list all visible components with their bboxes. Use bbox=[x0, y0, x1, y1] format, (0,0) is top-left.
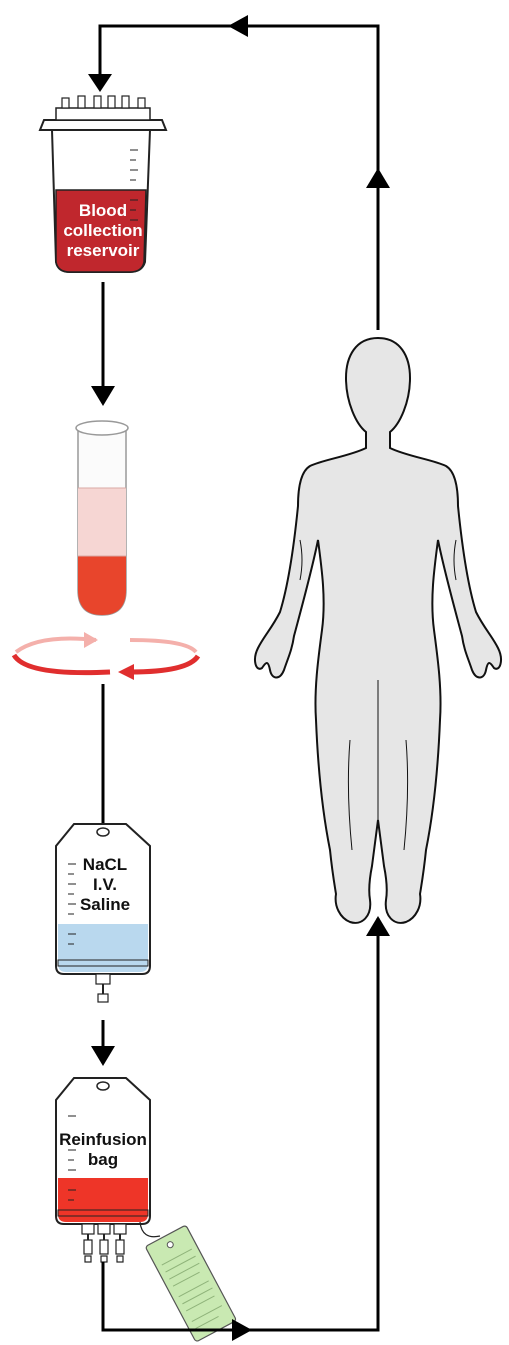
reinfusion-label-line1: Reinfusion bbox=[59, 1130, 147, 1149]
rotation-arrows bbox=[14, 632, 198, 680]
arrowhead-right-up bbox=[366, 168, 390, 188]
arrowhead-top-left bbox=[88, 74, 112, 92]
saline-label-line2: I.V. bbox=[93, 875, 117, 894]
reinfusion-bag bbox=[56, 1078, 160, 1262]
reservoir-label-line1: Blood bbox=[79, 201, 127, 220]
reinfusion-label-line2: bag bbox=[88, 1150, 118, 1169]
arrowhead-top-mid bbox=[228, 15, 248, 37]
reservoir-label-line2: collection bbox=[63, 221, 142, 240]
arrow-reservoir-to-tube bbox=[91, 282, 115, 406]
arrow-saline-to-reinfusion bbox=[91, 1020, 115, 1066]
patient-body-figure bbox=[255, 338, 501, 923]
saline-label-line3: Saline bbox=[80, 895, 130, 914]
arrowhead-bottom-mid bbox=[232, 1319, 252, 1341]
saline-label-line1: NaCL bbox=[83, 855, 127, 874]
reservoir-label-line3: reservoir bbox=[67, 241, 140, 260]
identification-tag bbox=[145, 1225, 236, 1342]
centrifuge-tube bbox=[76, 421, 128, 615]
arrowhead-to-patient bbox=[366, 916, 390, 936]
